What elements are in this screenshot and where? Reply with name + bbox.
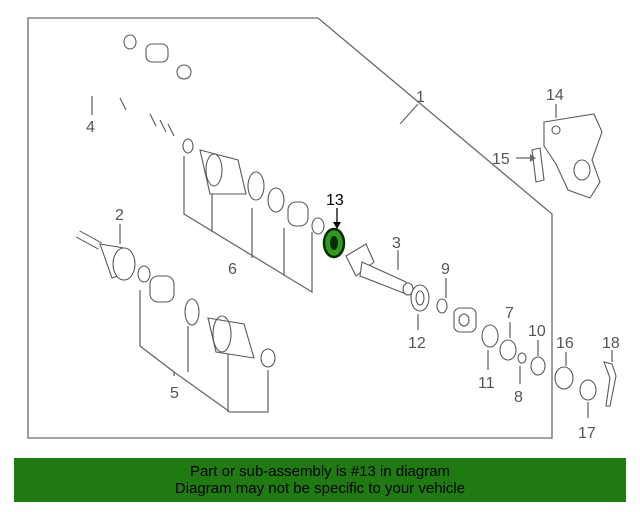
banner-line-2: Diagram may not be specific to your vehi… — [174, 480, 466, 497]
part-8-washer[interactable] — [517, 352, 527, 364]
part-7-spacer[interactable] — [499, 339, 517, 361]
part-3-outer-joint[interactable] — [345, 243, 414, 296]
callout-17: 17 — [578, 425, 596, 442]
part-hub[interactable] — [453, 307, 477, 333]
callout-1: 1 — [416, 89, 425, 106]
callout-14: 14 — [546, 87, 564, 104]
banner-line-1: Part or sub-assembly is #13 in diagram — [189, 463, 451, 480]
callout-8: 8 — [514, 389, 523, 406]
callout-16: 16 — [556, 335, 574, 352]
part-14-knuckle[interactable] — [543, 113, 603, 199]
part-4-shaft[interactable] — [38, 49, 180, 137]
part-2-inner-joint[interactable] — [76, 230, 136, 281]
callout-13: 13 — [326, 192, 344, 209]
part-17-cap[interactable] — [579, 379, 597, 401]
callout-3: 3 — [392, 235, 401, 252]
callout-2: 2 — [115, 207, 124, 224]
part-12-seal[interactable] — [410, 284, 430, 312]
callout-5: 5 — [170, 385, 179, 402]
callout-15: 15 — [492, 151, 510, 168]
part-18-cotter-pin[interactable] — [603, 361, 617, 407]
callout-9: 9 — [441, 261, 450, 278]
part-6-boot-kit[interactable] — [182, 138, 325, 235]
part-11-bearing[interactable] — [481, 324, 499, 348]
parts-diagram: 1 2 3 4 5 6 7 8 9 10 11 12 13 14 15 16 1… — [27, 17, 620, 442]
assembly-outline — [27, 17, 553, 439]
part-5-boot-kit[interactable] — [137, 265, 276, 368]
part-16-nut[interactable] — [554, 366, 574, 390]
part-top-bushings[interactable] — [123, 34, 192, 80]
callout-12: 12 — [408, 335, 426, 352]
part-13-highlighted[interactable] — [322, 227, 346, 259]
callout-11: 11 — [478, 375, 495, 392]
part-10-nut[interactable] — [530, 356, 546, 376]
callout-7: 7 — [505, 305, 514, 322]
info-banner: Part or sub-assembly is #13 in diagram D… — [14, 458, 626, 502]
part-9-washer[interactable] — [436, 298, 448, 314]
callout-6: 6 — [228, 261, 237, 278]
part-15-clip[interactable] — [531, 147, 545, 183]
callout-18: 18 — [602, 335, 620, 352]
callout-4: 4 — [86, 119, 95, 136]
callout-10: 10 — [528, 323, 546, 340]
